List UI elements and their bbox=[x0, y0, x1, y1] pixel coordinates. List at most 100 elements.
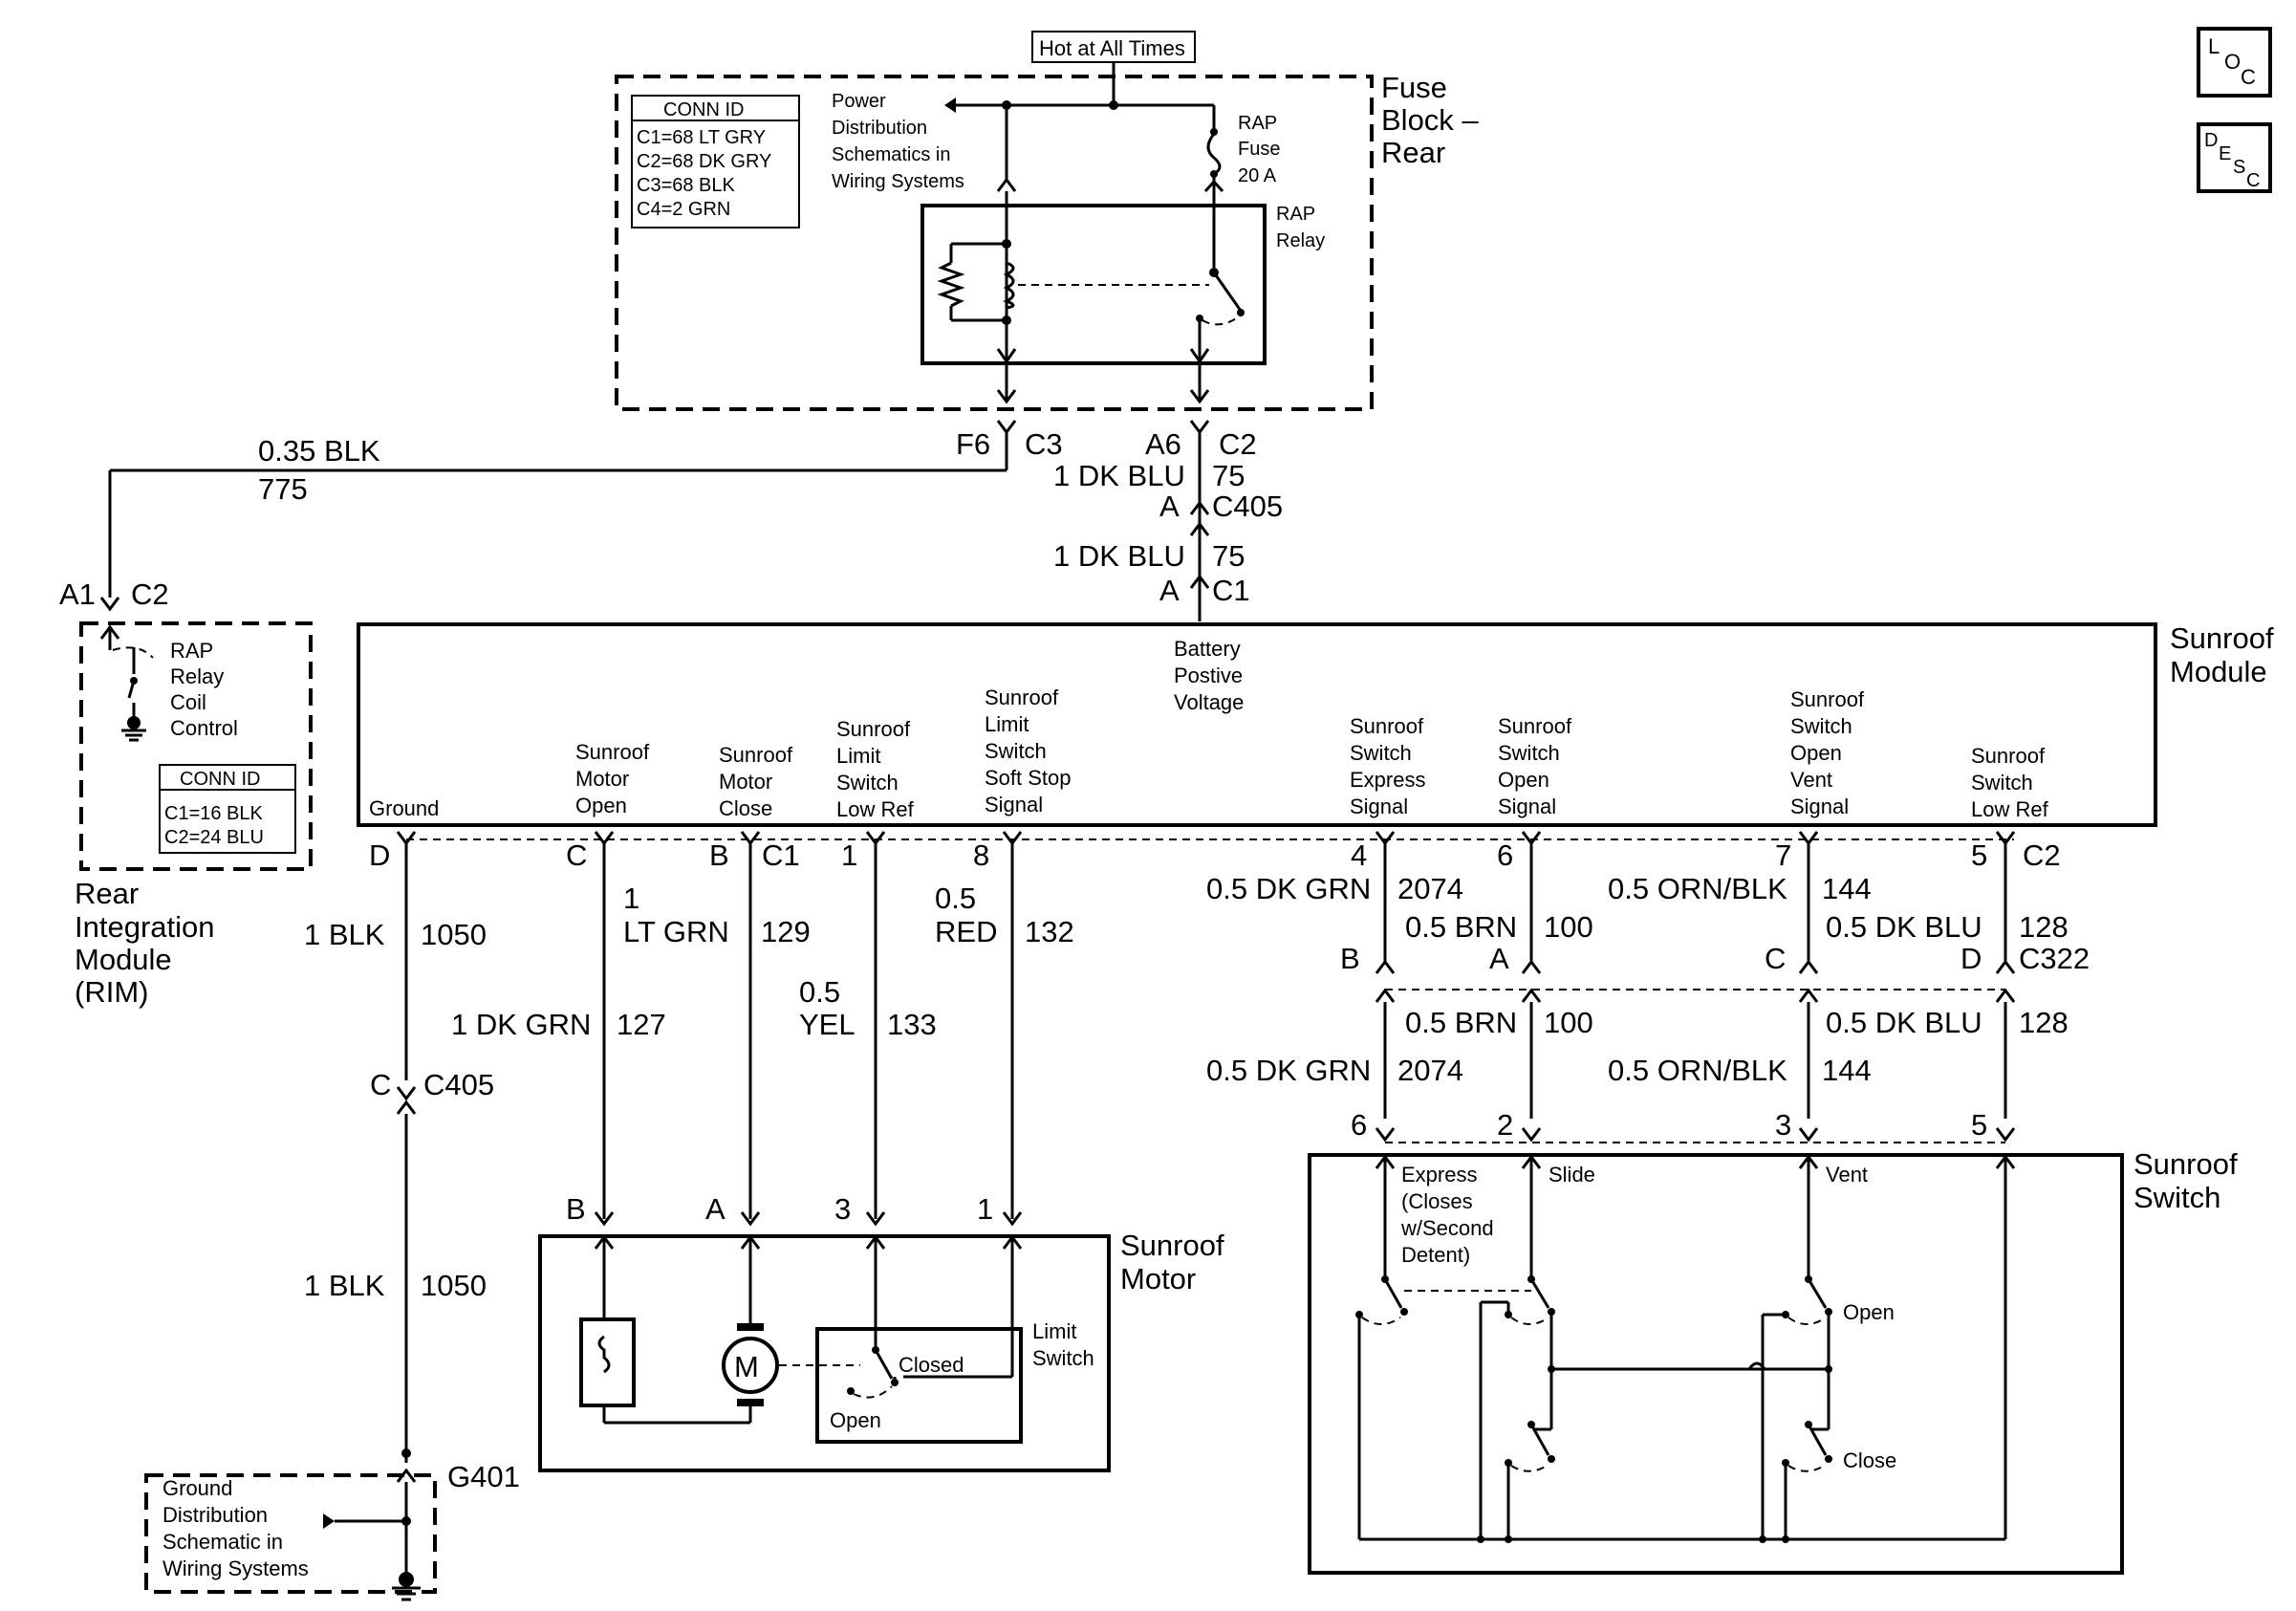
c405-label: C405 bbox=[1212, 490, 1283, 523]
limit-switch-1: Limit bbox=[1032, 1319, 1076, 1343]
fuse-conn-c3: C3=68 BLK bbox=[637, 175, 736, 196]
desc-icon[interactable] bbox=[2197, 122, 2272, 193]
mod-pin-1: 1 bbox=[841, 838, 857, 872]
wire-1050-num-b: 1050 bbox=[421, 1269, 487, 1302]
sw-vent-4: Vent bbox=[1790, 768, 1832, 792]
power-dist-4: Wiring Systems bbox=[832, 171, 964, 192]
mod-pin-4: 4 bbox=[1351, 838, 1367, 872]
wire-1-blk-b: 1 BLK bbox=[304, 1269, 385, 1302]
sunroof-motor-box bbox=[538, 1234, 1111, 1472]
motor-connector-chevrons bbox=[594, 1211, 1023, 1227]
mod-conn-c2: C2 bbox=[2023, 838, 2061, 872]
fuse-block-label-1: Fuse bbox=[1381, 71, 1447, 104]
mod-pin-5: 5 bbox=[1971, 838, 1987, 872]
wire-132-num: 132 bbox=[1025, 915, 1074, 948]
module-title-2: Module bbox=[2170, 655, 2267, 688]
wire-129-num: 129 bbox=[761, 915, 811, 948]
sw-vent-5: Signal bbox=[1790, 795, 1849, 818]
power-dist-arrow-icon bbox=[944, 98, 956, 113]
power-dist-1: Power bbox=[832, 91, 886, 112]
switch-close: Close bbox=[1843, 1448, 1896, 1472]
c322-pin-b: B bbox=[1340, 942, 1360, 975]
desc-icon-c: C bbox=[2246, 170, 2260, 191]
r-wire-2074-a: 2074 bbox=[1397, 872, 1463, 905]
slide-close-switch-icon bbox=[1529, 1424, 1550, 1456]
loc-icon-l: L bbox=[2208, 34, 2220, 58]
sw-low-3: Low Ref bbox=[1971, 797, 2049, 821]
mod-pin-6: 6 bbox=[1497, 838, 1513, 872]
rap-relay-box bbox=[921, 204, 1267, 365]
sw-pin-3: 3 bbox=[1775, 1108, 1791, 1142]
r-wire-dkblu-b: 0.5 DK BLU bbox=[1826, 1006, 1982, 1039]
motor-breaker-icon bbox=[579, 1317, 636, 1407]
vent-open-switch-icon bbox=[1807, 1278, 1828, 1309]
conn-c3: C3 bbox=[1025, 427, 1063, 461]
motor-open-1: Sunroof bbox=[575, 740, 650, 764]
sw-open-3: Open bbox=[1498, 768, 1549, 792]
sw-express-3: Express bbox=[1350, 768, 1425, 792]
wire-035-blk: 0.35 BLK bbox=[258, 434, 380, 468]
switch-title-2: Switch bbox=[2134, 1181, 2220, 1214]
motor-m-icon bbox=[722, 1337, 779, 1394]
rim-relay-1: RAP bbox=[170, 639, 213, 663]
c322-label: C322 bbox=[2019, 942, 2090, 975]
r-wire-128-a: 128 bbox=[2019, 910, 2069, 944]
motor-pin-b: B bbox=[566, 1192, 586, 1226]
sw-pin-5: 5 bbox=[1971, 1108, 1987, 1142]
sw-low-2: Switch bbox=[1971, 771, 2033, 795]
battery-3: Voltage bbox=[1174, 690, 1244, 714]
limit-closed-label: Closed bbox=[899, 1353, 964, 1377]
switch-connector-chevrons bbox=[1375, 1127, 2016, 1143]
fuse-conn-c2: C2=68 DK GRY bbox=[637, 151, 771, 172]
r-wire-100-b: 100 bbox=[1544, 1006, 1593, 1039]
r-wire-144-a: 144 bbox=[1822, 872, 1872, 905]
sw-open-1: Sunroof bbox=[1498, 714, 1572, 738]
wire-133-num: 133 bbox=[887, 1008, 937, 1041]
sw-open-2: Switch bbox=[1498, 741, 1560, 765]
loc-icon-c: C bbox=[2241, 65, 2256, 89]
loc-icon[interactable] bbox=[2197, 27, 2272, 98]
wire-1-blk-a: 1 BLK bbox=[304, 918, 385, 951]
r-wire-brn-b: 0.5 BRN bbox=[1405, 1006, 1517, 1039]
slide-switch-icon bbox=[1529, 1278, 1550, 1309]
fuse-conn-c4: C4=2 GRN bbox=[637, 199, 730, 220]
rim-relay-4: Control bbox=[170, 716, 238, 740]
express-switch-icon bbox=[1383, 1278, 1403, 1309]
limit-soft-2: Limit bbox=[985, 712, 1029, 736]
fuse-block-conn-id-box bbox=[631, 95, 800, 229]
c322-pin-a: A bbox=[1489, 942, 1509, 975]
desc-icon-e: E bbox=[2219, 143, 2231, 164]
rap-fuse-label-3: 20 A bbox=[1238, 165, 1277, 186]
rim-relay-3: Coil bbox=[170, 690, 206, 714]
sunroof-switch-box bbox=[1308, 1153, 2124, 1575]
mod-conn-c1: C1 bbox=[762, 838, 800, 872]
ground-dist-1: Ground bbox=[162, 1476, 232, 1500]
wire-1-dkgrn: 1 DK GRN bbox=[451, 1008, 591, 1041]
power-dist-3: Schematics in bbox=[832, 144, 951, 165]
wire-ltgrn-color: LT GRN bbox=[623, 915, 729, 948]
motor-pin-a: A bbox=[705, 1192, 726, 1226]
motor-title-2: Motor bbox=[1120, 1262, 1196, 1295]
limit-open-label: Open bbox=[830, 1408, 881, 1432]
power-dist-2: Distribution bbox=[832, 118, 927, 139]
mod-pin-c: C bbox=[566, 838, 587, 872]
ground-dist-2: Distribution bbox=[162, 1503, 268, 1527]
wire-1050-num-a: 1050 bbox=[421, 918, 487, 951]
wire-775-num: 775 bbox=[258, 472, 308, 506]
rim-label-1: Rear bbox=[75, 877, 139, 910]
switch-title-1: Sunroof bbox=[2134, 1147, 2238, 1181]
c322-pin-d: D bbox=[1960, 942, 1982, 975]
relay-coil-icon bbox=[1003, 261, 1015, 310]
module-connector-chevrons bbox=[396, 831, 2016, 846]
rim-conn-id-box bbox=[159, 764, 296, 854]
rim-conn-c2: C2 bbox=[131, 577, 169, 611]
switch-slide: Slide bbox=[1549, 1163, 1595, 1186]
battery-1: Battery bbox=[1174, 637, 1241, 661]
limit-low-2: Limit bbox=[836, 744, 880, 768]
wire-75-a: 75 bbox=[1212, 459, 1245, 492]
switch-vent: Vent bbox=[1826, 1163, 1868, 1186]
desc-icon-d: D bbox=[2204, 130, 2218, 151]
rim-pin-a1: A1 bbox=[59, 577, 96, 611]
switch-express-2: (Closes bbox=[1401, 1189, 1473, 1213]
sw-express-4: Signal bbox=[1350, 795, 1408, 818]
